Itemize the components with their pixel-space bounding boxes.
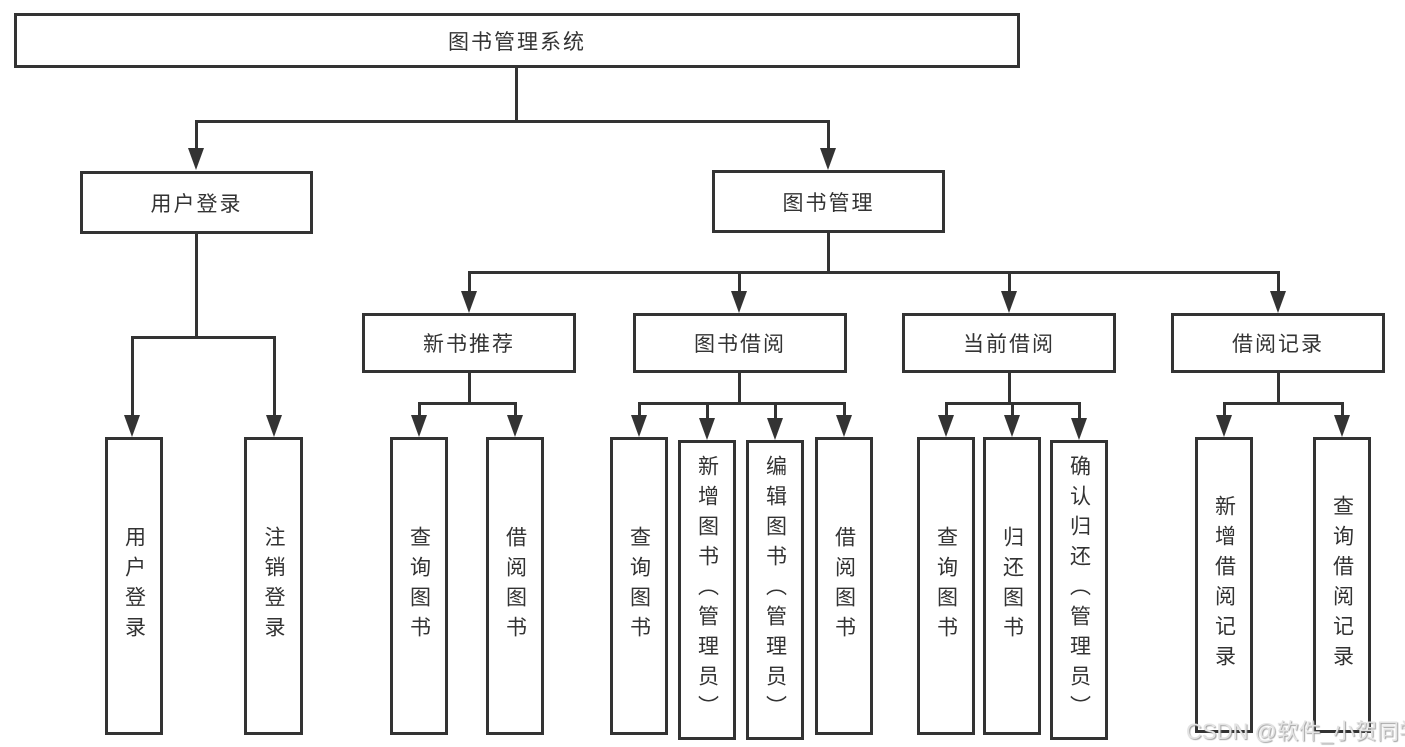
arrow-to-new-book-icon <box>461 291 477 313</box>
connector-user-stem <box>195 234 198 339</box>
arrow-bb-query-icon <box>631 415 647 437</box>
arrow-nb-borrow-icon <box>507 415 523 437</box>
arrow-br-add-icon <box>1216 415 1232 437</box>
connector-bb-leaf4-shaft <box>843 402 846 416</box>
leaf-logout: 注销登录 <box>244 437 303 735</box>
arrow-to-user-login-icon <box>188 148 204 170</box>
connector-root-stem <box>515 68 518 123</box>
connector-borrow-shaft <box>738 271 741 291</box>
connector-record-shaft <box>1277 271 1280 291</box>
arrow-nb-query-icon <box>411 415 427 437</box>
connector-cb-leaf2-shaft <box>1011 402 1014 416</box>
arrow-to-borrow-record-icon <box>1270 291 1286 313</box>
node-borrowing-records: 借阅记录 <box>1171 313 1385 373</box>
node-new-book-recommend: 新书推荐 <box>362 313 576 373</box>
leaf-bb-edit-books-admin: 编辑图书（管理员） <box>746 440 804 740</box>
connector-cb-leaf1-shaft <box>945 402 948 416</box>
node-current-borrowing-label: 当前借阅 <box>963 333 1055 356</box>
connector-book-stem <box>827 233 830 274</box>
leaf-nb-borrow-books-label: 借阅图书 <box>503 526 527 646</box>
leaf-br-query-record: 查询借阅记录 <box>1313 437 1371 733</box>
connector-bb-leaf2-shaft <box>706 402 709 419</box>
leaf-br-add-record-label: 新增借阅记录 <box>1212 495 1236 675</box>
arrow-bb-add-icon <box>699 418 715 440</box>
connector-borrow-split <box>638 402 846 405</box>
arrow-br-query-icon <box>1334 415 1350 437</box>
connector-record-split <box>1223 402 1344 405</box>
connector-nb-leaf2-shaft <box>514 402 517 416</box>
connector-root-split <box>195 120 830 123</box>
leaf-bb-query-books-label: 查询图书 <box>627 526 651 646</box>
connector-bb-leaf3-shaft <box>774 402 777 419</box>
leaf-bb-add-books-admin-label: 新增图书（管理员） <box>695 455 719 725</box>
leaf-br-add-record: 新增借阅记录 <box>1195 437 1253 733</box>
leaf-br-query-record-label: 查询借阅记录 <box>1330 495 1354 675</box>
node-user-login-label: 用户登录 <box>150 192 243 216</box>
node-borrowing-records-label: 借阅记录 <box>1232 333 1324 356</box>
connector-br-leaf2-shaft <box>1341 402 1344 416</box>
leaf-bb-borrow-books: 借阅图书 <box>815 437 873 735</box>
node-book-borrowing: 图书借阅 <box>633 313 847 373</box>
connector-record-stem <box>1277 373 1280 405</box>
connector-newbook-shaft <box>468 271 471 291</box>
leaf-bb-edit-books-admin-label: 编辑图书（管理员） <box>763 455 787 725</box>
connector-book-split <box>468 271 1280 274</box>
leaf-bb-borrow-books-label: 借阅图书 <box>832 526 856 646</box>
connector-user-split <box>131 336 276 339</box>
arrow-to-logout-leaf-icon <box>266 415 282 437</box>
connector-user-shaft <box>195 120 198 152</box>
arrow-bb-borrow-icon <box>836 415 852 437</box>
arrow-cb-confirm-icon <box>1071 418 1087 440</box>
leaf-cb-confirm-return-admin-label: 确认归还（管理员） <box>1067 455 1091 725</box>
connector-nb-leaf1-shaft <box>418 402 421 416</box>
connector-user-leaf1-shaft <box>131 336 134 418</box>
node-user-login: 用户登录 <box>80 171 313 234</box>
leaf-bb-query-books: 查询图书 <box>610 437 668 735</box>
leaf-user-login: 用户登录 <box>105 437 163 735</box>
arrow-bb-edit-icon <box>767 418 783 440</box>
leaf-logout-label: 注销登录 <box>262 526 285 646</box>
node-book-management: 图书管理 <box>712 170 945 233</box>
connector-user-leaf2-shaft <box>273 336 276 418</box>
connector-current-shaft <box>1008 271 1011 291</box>
arrow-to-book-borrow-icon <box>731 291 747 313</box>
node-book-management-label: 图书管理 <box>782 191 875 215</box>
connector-borrow-stem <box>738 373 741 405</box>
node-book-borrowing-label: 图书借阅 <box>694 333 786 356</box>
leaf-cb-query-books-label: 查询图书 <box>934 526 958 646</box>
connector-bookmgmt-shaft <box>827 120 830 152</box>
arrow-to-book-management-icon <box>820 148 836 170</box>
connector-current-stem <box>1008 373 1011 405</box>
csdn-watermark: CSDN @软件_小贺同学 <box>1186 719 1405 744</box>
leaf-user-login-label: 用户登录 <box>122 526 146 646</box>
leaf-nb-query-books-label: 查询图书 <box>407 526 431 646</box>
leaf-cb-confirm-return-admin: 确认归还（管理员） <box>1050 440 1108 740</box>
connector-cb-leaf3-shaft <box>1078 402 1081 419</box>
arrow-to-current-borrow-icon <box>1001 291 1017 313</box>
connector-br-leaf1-shaft <box>1223 402 1226 416</box>
leaf-cb-return-books: 归还图书 <box>983 437 1041 735</box>
leaf-cb-query-books: 查询图书 <box>917 437 975 735</box>
arrow-to-login-leaf-icon <box>124 415 140 437</box>
leaf-bb-add-books-admin: 新增图书（管理员） <box>678 440 736 740</box>
node-root-label: 图书管理系统 <box>448 30 586 54</box>
arrow-cb-query-icon <box>938 415 954 437</box>
node-current-borrowing: 当前借阅 <box>902 313 1116 373</box>
leaf-cb-return-books-label: 归还图书 <box>1000 526 1024 646</box>
connector-bb-leaf1-shaft <box>638 402 641 416</box>
connector-newbook-split <box>418 402 517 405</box>
connector-newbook-stem <box>468 373 471 405</box>
arrow-cb-return-icon <box>1004 415 1020 437</box>
node-root: 图书管理系统 <box>14 13 1020 68</box>
node-new-book-recommend-label: 新书推荐 <box>423 333 515 356</box>
leaf-nb-borrow-books: 借阅图书 <box>486 437 544 735</box>
leaf-nb-query-books: 查询图书 <box>390 437 448 735</box>
